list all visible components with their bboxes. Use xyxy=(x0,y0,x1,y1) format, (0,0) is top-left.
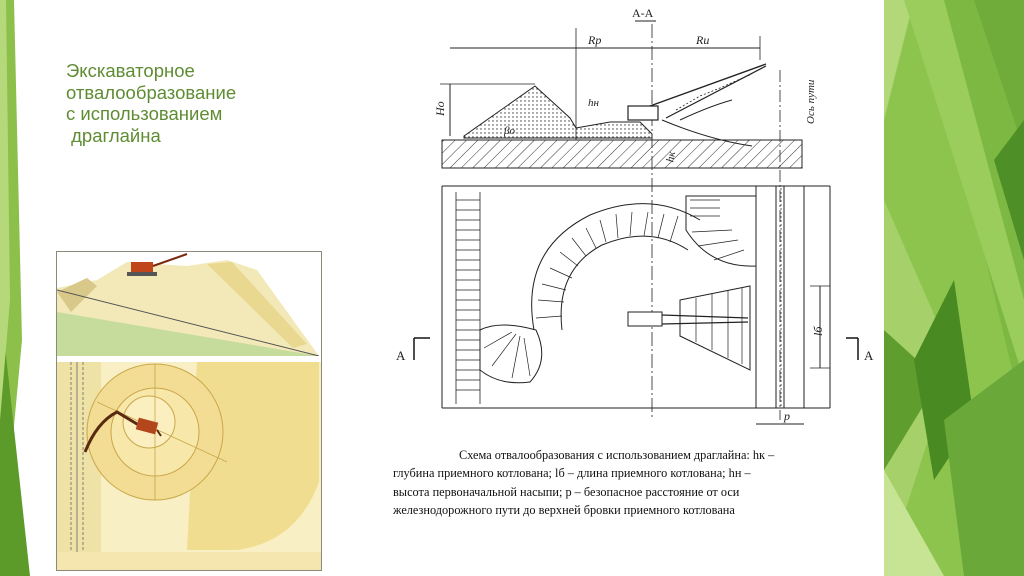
right-decorative-shapes xyxy=(884,0,1024,576)
caption-line-4: железнодорожного пути до верхней бровки … xyxy=(393,503,735,518)
caption-line-1: Схема отвалообразования с использованием… xyxy=(459,448,775,462)
caption-line-2: глубина приемного котлована; lб – длина … xyxy=(393,466,751,481)
label-rp: Rр xyxy=(587,33,601,47)
title-line-2: отвалообразование xyxy=(66,81,237,103)
section-label-aa: А-А xyxy=(632,6,654,20)
left-accent-bar xyxy=(0,0,30,576)
label-axis: Ось пути xyxy=(805,79,817,124)
dragline-illustration xyxy=(56,251,322,571)
label-beta: βо xyxy=(503,125,515,137)
label-ho: Hо xyxy=(433,101,447,117)
label-lb: lб xyxy=(811,326,825,336)
title-line-4: драглайна xyxy=(66,124,161,146)
label-p: р xyxy=(783,409,790,423)
slide-title: Экскаваторное отвалообразование с исполь… xyxy=(66,60,306,146)
label-hk: hк xyxy=(664,150,678,163)
cross-section-and-plan-drawing: А-А Rр Rи Hо βо hн Ось пути hк xyxy=(396,6,874,425)
figure-caption: Схема отвалообразования с использованием… xyxy=(393,446,887,520)
title-line-1: Экскаваторное xyxy=(66,60,195,81)
caption-line-3: высота первоначальной насыпи; р – безопа… xyxy=(393,484,740,499)
label-ru: Rи xyxy=(695,33,709,47)
label-hn: hн xyxy=(588,97,600,109)
title-line-3: с использованием xyxy=(66,103,223,124)
section-marker-a-left: А xyxy=(396,348,406,363)
section-marker-a-right: А xyxy=(864,348,874,363)
